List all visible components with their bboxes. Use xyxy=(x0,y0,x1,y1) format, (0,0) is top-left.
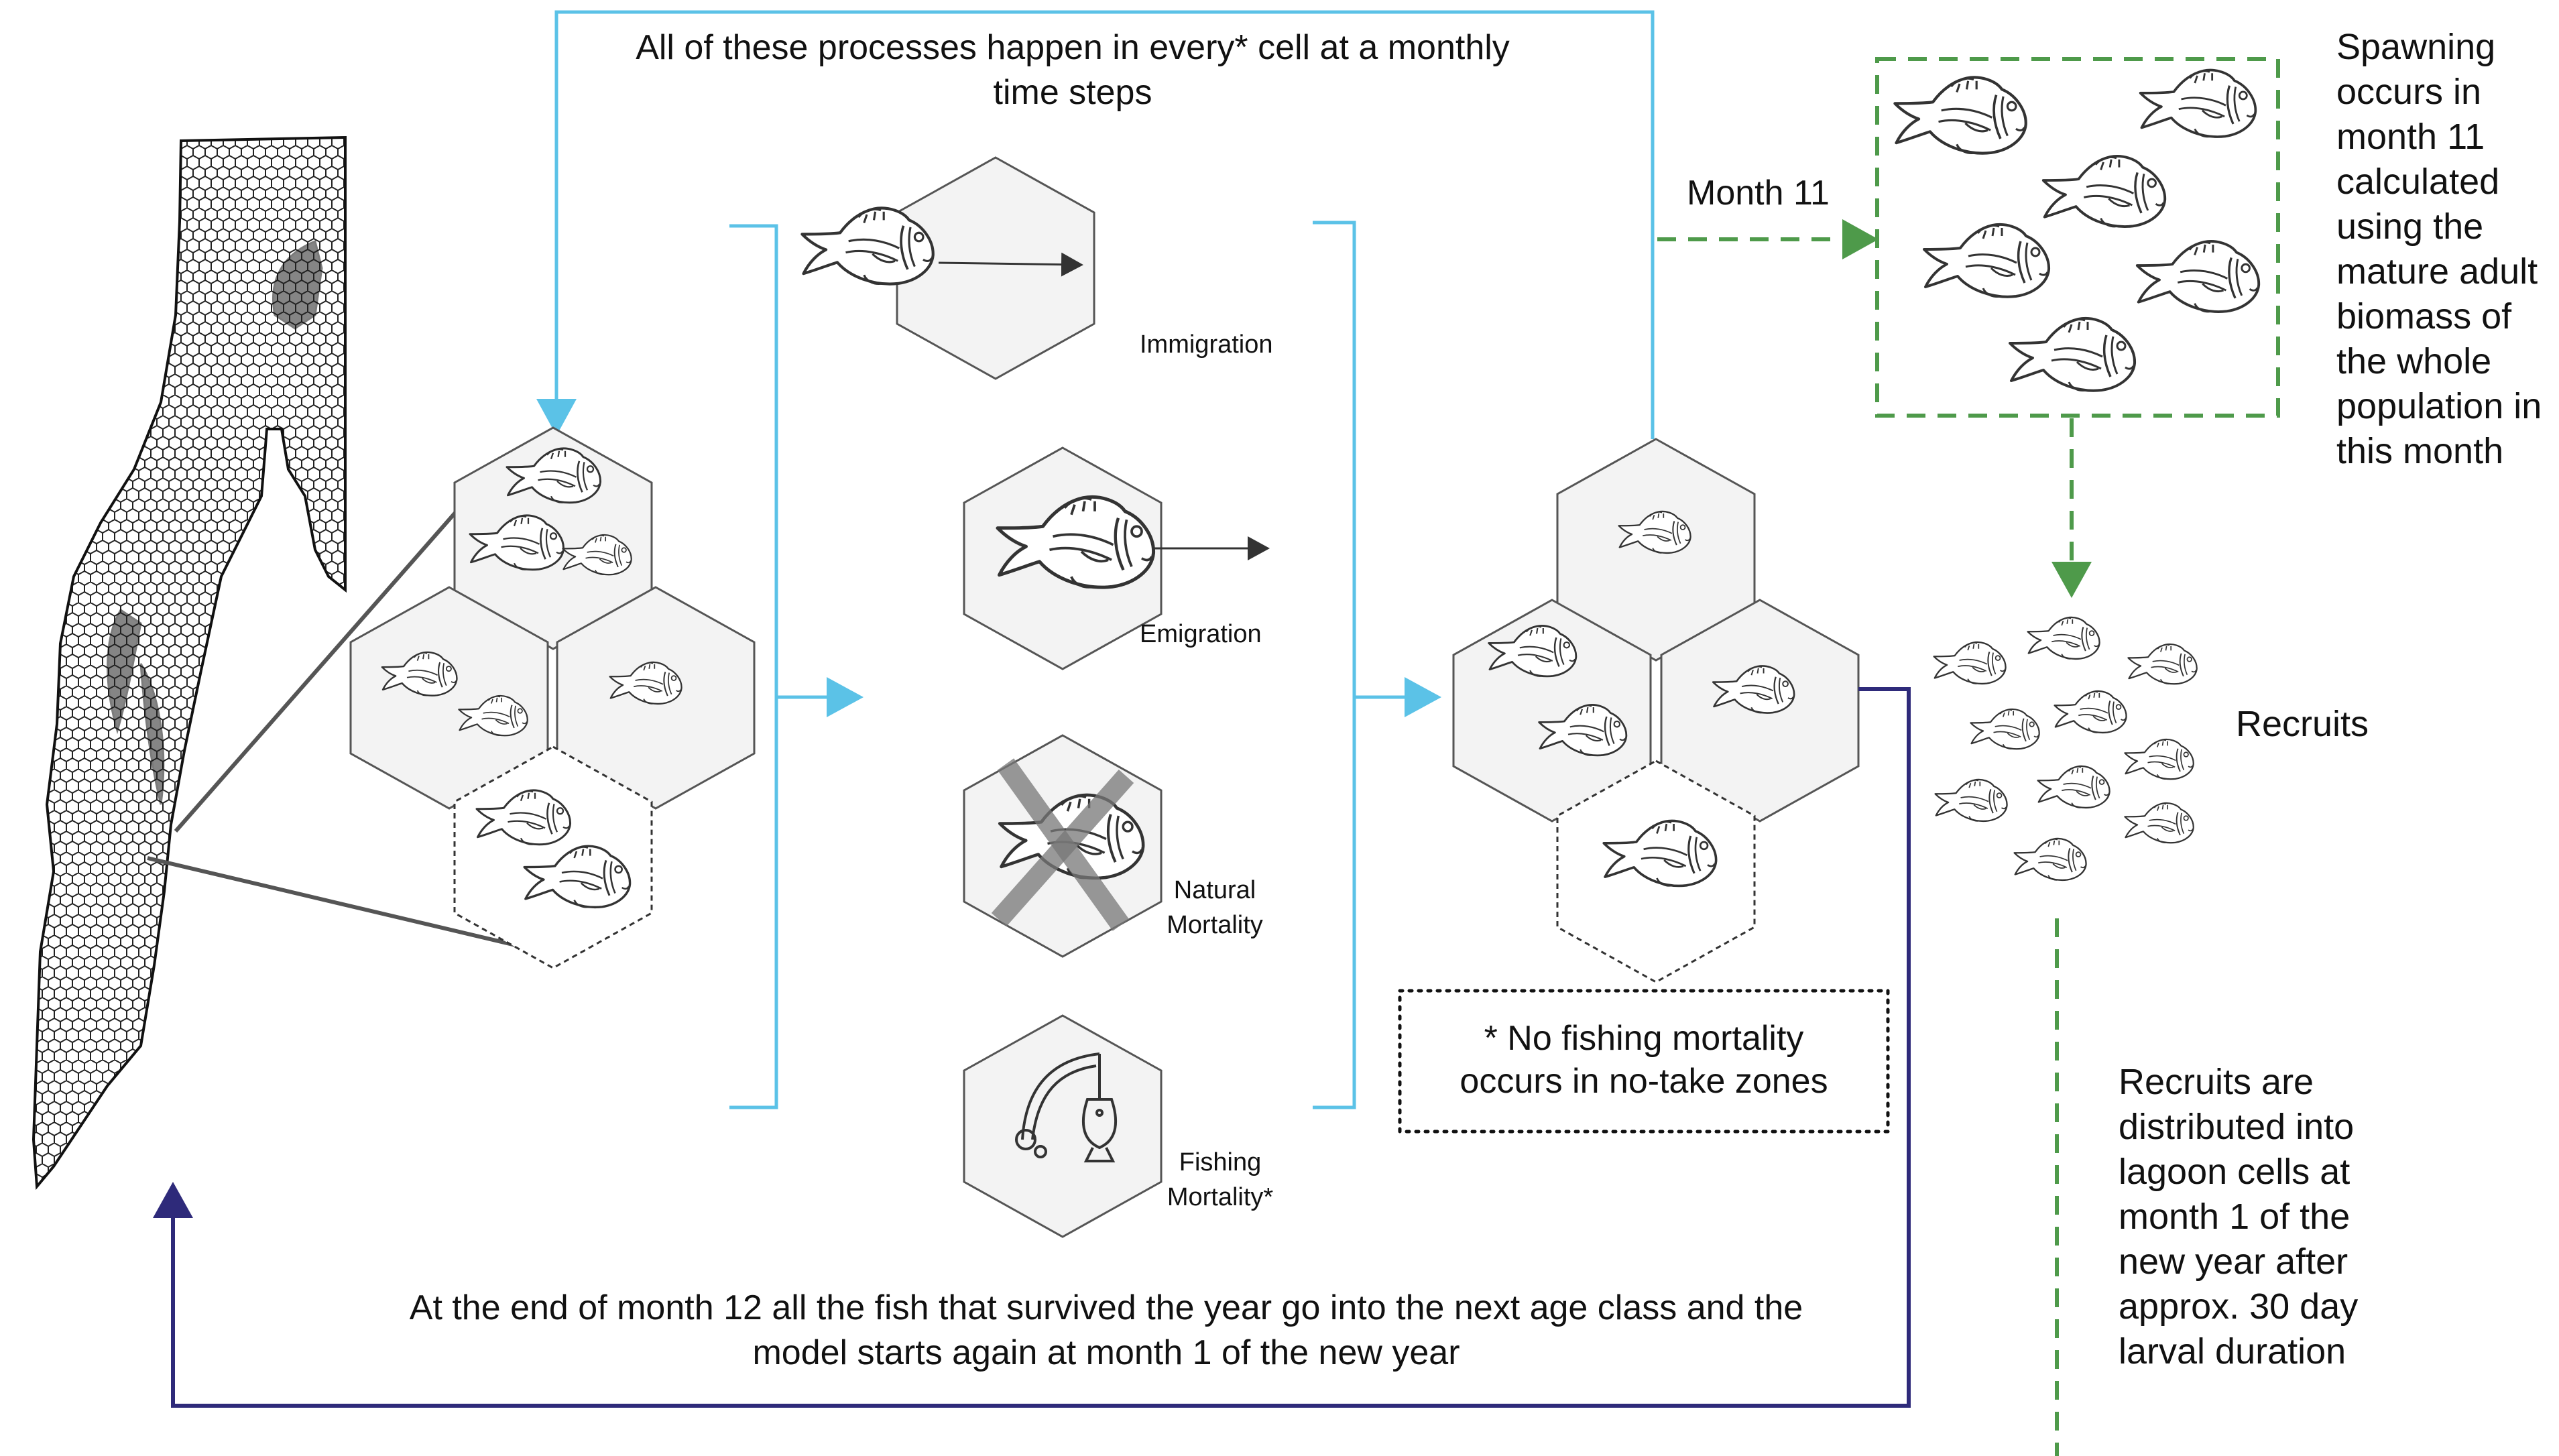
hex-cluster-right xyxy=(1452,438,1860,983)
fish-icon xyxy=(2139,68,2257,138)
spawning-note-line: occurs in xyxy=(2336,72,2481,112)
hex-cell xyxy=(349,586,549,810)
fish-icon xyxy=(1970,708,2040,750)
fishing-rod-icon xyxy=(1015,1052,1118,1162)
bottom-caption-line2: model starts again at month 1 of the new… xyxy=(752,1333,1460,1372)
bottom-caption-line1: At the end of month 12 all the fish that… xyxy=(410,1288,1803,1327)
lagoon-dense-area xyxy=(107,239,323,805)
recruit-note-line: month 1 of the xyxy=(2119,1197,2350,1237)
recruit-note-line: new year after xyxy=(2119,1241,2348,1282)
process-bracket-right xyxy=(1313,221,1356,1109)
spawning-box xyxy=(1875,57,2280,418)
fish-icon xyxy=(2135,240,2261,313)
immigration-arrow xyxy=(938,252,1083,277)
fish-icon xyxy=(2027,616,2100,660)
immigration-label: Immigration xyxy=(1140,330,1273,359)
spawning-note-line: using the xyxy=(2336,206,2483,247)
fish-icon xyxy=(2124,802,2194,844)
year-end-loop-arrow xyxy=(153,687,1911,1408)
lagoon-outline xyxy=(32,135,347,1191)
fish-icon xyxy=(2054,690,2127,734)
lagoon-map xyxy=(32,135,550,1191)
recruits-label: Recruits xyxy=(2236,704,2369,744)
spawning-note-line: calculated xyxy=(2336,162,2499,202)
no-fishing-note-line2: occurs in no-take zones xyxy=(1460,1062,1828,1101)
fish-icon xyxy=(2009,316,2137,392)
top-caption-line2: time steps xyxy=(994,73,1152,112)
no-fishing-note-line1: * No fishing mortality xyxy=(1484,1019,1804,1058)
no-fishing-note-box xyxy=(1398,989,1890,1134)
hex-cluster-left xyxy=(349,426,756,969)
fish-icon xyxy=(1923,223,2051,298)
spawning-note-line: this month xyxy=(2336,431,2503,471)
hex-cell xyxy=(963,1014,1163,1238)
spawning-note-line: mature adult xyxy=(2336,251,2538,292)
fish-icon xyxy=(2037,765,2110,809)
emigration-label: Emigration xyxy=(1140,620,1262,648)
fish-icon xyxy=(1933,641,2007,685)
fish-icon xyxy=(2127,643,2198,685)
fish-icon xyxy=(2013,837,2087,882)
natural-mortality-label-1: Natural xyxy=(1174,876,1256,904)
process-immigration: Immigration xyxy=(802,156,1273,380)
spawning-note-line: the whole xyxy=(2336,341,2491,381)
fish-icon xyxy=(1895,77,2025,153)
month-label: Month 11 xyxy=(1687,174,1830,213)
recruit-note-line: lagoon cells at xyxy=(2119,1152,2350,1192)
fish-icon xyxy=(1934,778,2008,823)
recruit-note-line: distributed into xyxy=(2119,1107,2354,1147)
zoom-line-bottom xyxy=(147,856,550,955)
process-fishing-mortality: Fishing Mortality* xyxy=(963,1014,1274,1238)
spawning-note: Spawning occurs in month 11 calculated u… xyxy=(2336,27,2542,471)
loop-arrow-top xyxy=(536,10,1655,439)
zoom-line-top xyxy=(174,507,461,833)
fishing-mortality-label-1: Fishing xyxy=(1179,1148,1262,1176)
recruit-note-line: larval duration xyxy=(2119,1331,2346,1372)
natural-mortality-label-2: Mortality xyxy=(1167,911,1263,939)
cross-mark xyxy=(991,770,1134,926)
hex-cell-no-take xyxy=(453,745,653,969)
fish-icon xyxy=(2041,155,2167,228)
fish-icon xyxy=(2124,738,2194,780)
spawning-note-line: biomass of xyxy=(2336,296,2512,337)
top-caption-line1: All of these processes happen in every* … xyxy=(636,28,1510,67)
recruits-cluster xyxy=(1933,616,2198,882)
fishing-mortality-label-2: Mortality* xyxy=(1167,1183,1274,1211)
spawning-note-line: Spawning xyxy=(2336,27,2495,67)
process-emigration: Emigration xyxy=(963,446,1270,670)
recruit-distribution-note: Recruits are distributed into lagoon cel… xyxy=(2119,1062,2358,1372)
process-natural-mortality: Natural Mortality xyxy=(963,734,1263,958)
process-bracket-left xyxy=(729,224,778,1109)
recruit-note-line: approx. 30 day xyxy=(2119,1286,2358,1327)
spawning-note-line: population in xyxy=(2336,386,2542,426)
recruit-note-line: Recruits are xyxy=(2119,1062,2314,1102)
spawning-note-line: month 11 xyxy=(2336,117,2485,157)
